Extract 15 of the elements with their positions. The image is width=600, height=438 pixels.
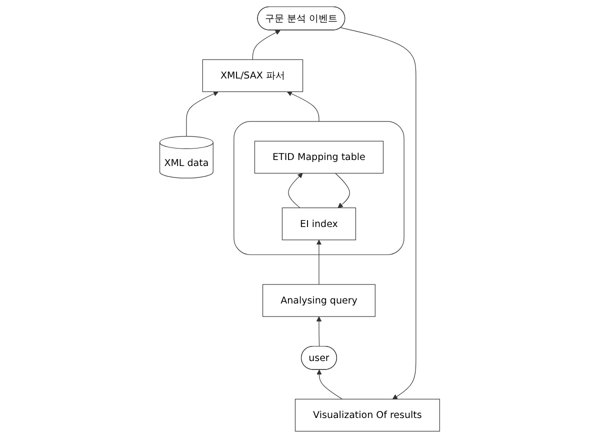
node-box: XML/SAX 파서 xyxy=(202,59,304,92)
node-box: Analysing query xyxy=(262,284,376,317)
node-box: Visualization Of results xyxy=(295,398,440,432)
cluster xyxy=(234,121,405,256)
arrow xyxy=(186,91,219,137)
arrow xyxy=(316,370,343,400)
arrow xyxy=(316,316,322,347)
arrow xyxy=(340,27,416,400)
node-box: ETID Mapping table xyxy=(254,140,384,174)
arrow xyxy=(252,30,281,60)
arrow xyxy=(316,240,322,285)
arrow xyxy=(335,172,350,208)
arrow xyxy=(288,173,304,208)
arrow xyxy=(287,91,320,122)
node-box: EI index xyxy=(282,208,356,240)
